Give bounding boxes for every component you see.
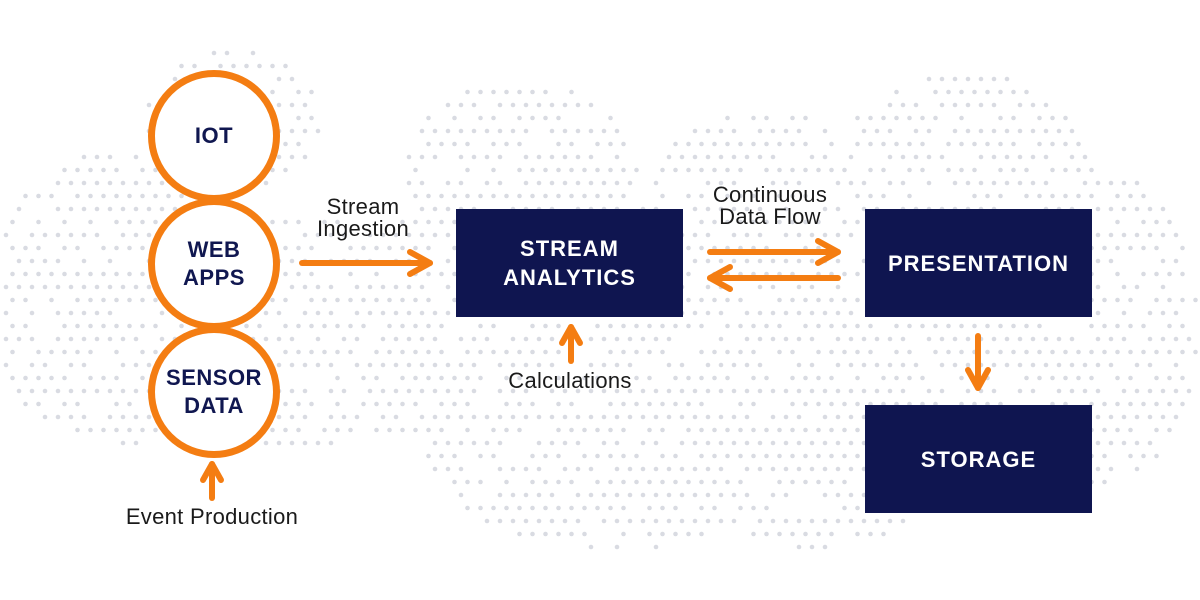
arrow-calculations-up [559, 324, 583, 364]
arrow-flow-left [707, 264, 841, 292]
source-label-web-apps: WEB APPS [183, 237, 245, 290]
arrow-presentation-to-storage [965, 333, 991, 391]
arrow-event-production-up [200, 461, 224, 501]
caption-calculations: Calculations [508, 368, 632, 393]
source-label-sensor-data: SENSOR DATA [166, 365, 262, 418]
storage-box: STORAGE [865, 405, 1092, 513]
source-circle-web-apps: WEB APPS [148, 198, 280, 330]
caption-event-production: Event Production [125, 504, 299, 529]
arrow-flow-right [707, 238, 841, 266]
presentation-box: PRESENTATION [865, 209, 1092, 317]
stream-analytics-box: STREAM ANALYTICS [456, 209, 683, 317]
storage-label: STORAGE [920, 446, 1037, 472]
source-circle-sensor-data: SENSOR DATA [148, 326, 280, 458]
source-label-iot: IOT [194, 123, 234, 148]
presentation-label: PRESENTATION [887, 250, 1070, 276]
stream-analytics-label: STREAM ANALYTICS [503, 236, 636, 290]
arrow-ingestion [299, 249, 433, 277]
caption-stream-ingestion: Stream Ingestion [317, 194, 409, 241]
caption-continuous-data-flow: Continuous Data Flow [712, 182, 828, 229]
